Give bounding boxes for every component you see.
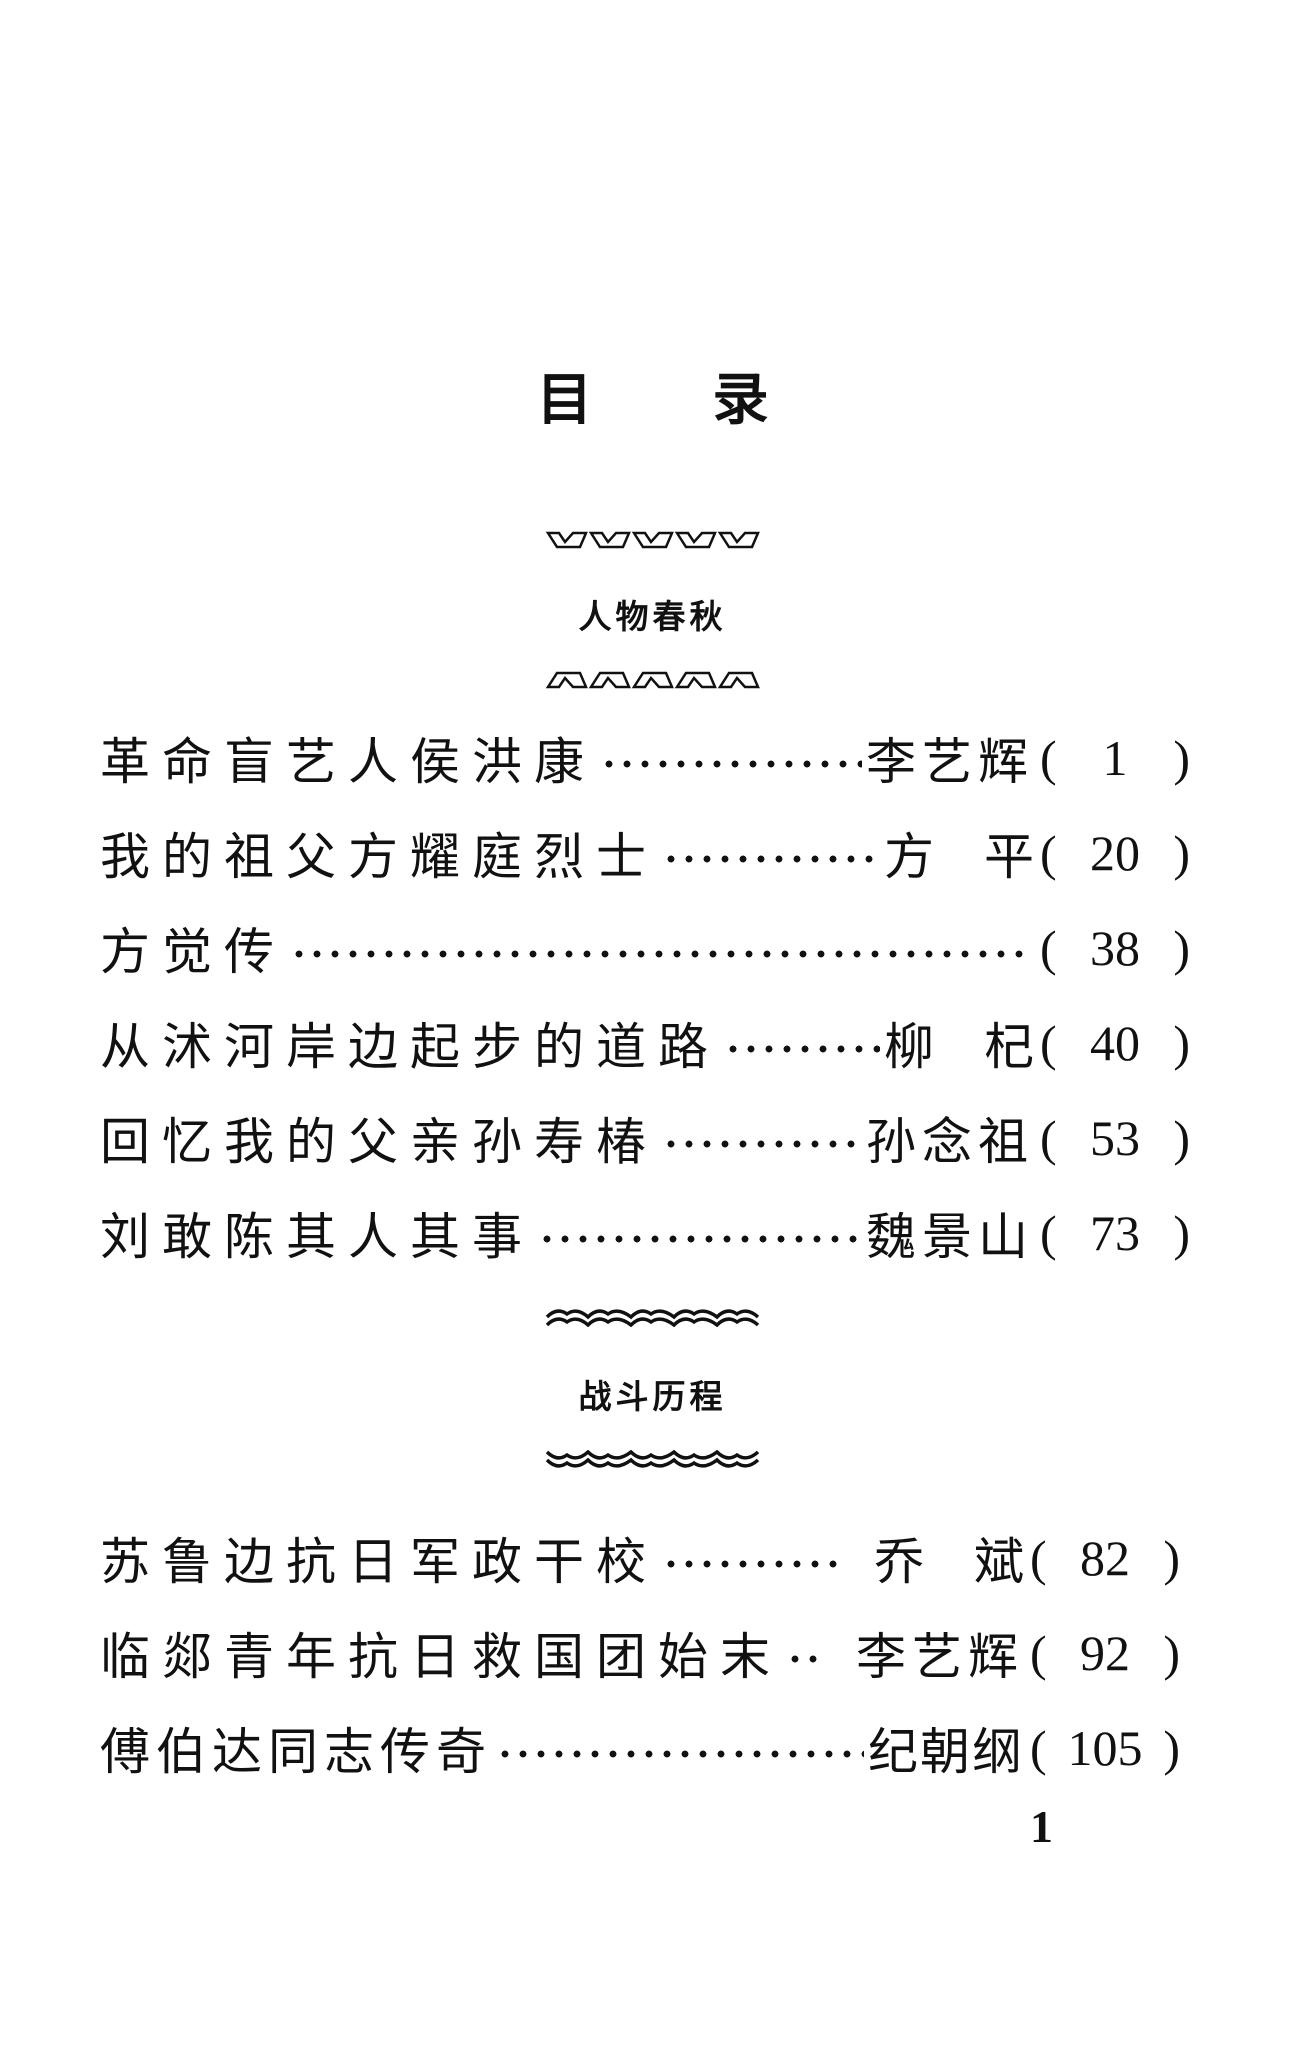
zigzag-ornament-icon — [545, 671, 760, 689]
entry-author: 李艺辉 — [866, 733, 1034, 791]
ornament-top-2 — [0, 1305, 1305, 1331]
entry-title: 傅伯达同志传奇 — [100, 1723, 492, 1781]
page-value: 92 — [1080, 1625, 1130, 1681]
dot-leader — [662, 854, 880, 864]
entry-title: 回忆我的父亲孙寿椿 — [100, 1113, 658, 1171]
entry-title: 临郯青年抗日救国团始末 — [100, 1628, 782, 1686]
page-value: 53 — [1090, 1110, 1140, 1166]
page-title: 目录 — [0, 355, 1305, 436]
entry-title: 革命盲艺人侯洪康 — [100, 733, 596, 791]
entry-page: (53) — [1040, 1110, 1190, 1166]
wave-ornament-icon — [545, 1450, 760, 1468]
ornament-bottom-2 — [0, 1450, 1305, 1476]
dot-leader — [724, 1044, 880, 1054]
entry-page: (82) — [1030, 1530, 1180, 1586]
entry-page: (38) — [1040, 920, 1190, 976]
entry-title: 刘敢陈其人其事 — [100, 1208, 534, 1266]
page-value: 38 — [1090, 920, 1140, 976]
ornament-bottom-1 — [0, 670, 1305, 694]
entry-page: (20) — [1040, 825, 1190, 881]
entry-page: (1) — [1040, 730, 1190, 786]
toc-entry[interactable]: 方觉传 (38) — [100, 913, 1190, 983]
wave-ornament-icon — [545, 1309, 760, 1327]
entry-title: 我的祖父方耀庭烈士 — [100, 828, 658, 886]
page-value: 105 — [1067, 1720, 1143, 1776]
page-number: 1 — [1030, 1801, 1053, 1852]
entry-title: 方觉传 — [100, 923, 286, 981]
entry-author: 乔 斌 — [874, 1533, 1024, 1591]
ornament-top-1 — [0, 530, 1305, 554]
page-value: 20 — [1090, 825, 1140, 881]
toc-entry[interactable]: 我的祖父方耀庭烈士 方 平 (20) — [100, 818, 1190, 888]
toc-entry[interactable]: 革命盲艺人侯洪康 李艺辉 (1) — [100, 723, 1190, 793]
page-value: 82 — [1080, 1530, 1130, 1586]
toc-entry[interactable]: 临郯青年抗日救国团始末 李艺辉 (92) — [100, 1618, 1180, 1688]
entry-title: 苏鲁边抗日军政干校 — [100, 1533, 658, 1591]
dot-leader — [538, 1234, 862, 1244]
dot-leader — [600, 759, 862, 769]
entry-page: (105) — [1030, 1720, 1180, 1776]
title-char-1: 目 — [536, 367, 593, 433]
toc-entry[interactable]: 从沭河岸边起步的道路 柳 杞 (40) — [100, 1008, 1190, 1078]
toc-entry[interactable]: 回忆我的父亲孙寿椿 孙念祖 (53) — [100, 1103, 1190, 1173]
toc-entry[interactable]: 傅伯达同志传奇 纪朝纲 (105) — [100, 1713, 1180, 1783]
entry-author: 纪朝纲 — [868, 1723, 1024, 1781]
section-heading-1: 人物春秋 — [578, 597, 727, 636]
toc-entry[interactable]: 苏鲁边抗日军政干校 乔 斌 (82) — [100, 1523, 1180, 1593]
zigzag-ornament-icon — [545, 531, 760, 549]
entry-page: (92) — [1030, 1625, 1180, 1681]
section-heading-2: 战斗历程 — [578, 1377, 727, 1416]
toc-entry[interactable]: 刘敢陈其人其事 魏景山 (73) — [100, 1198, 1190, 1268]
dot-leader — [662, 1559, 844, 1569]
entry-page: (40) — [1040, 1015, 1190, 1071]
dot-leader — [786, 1654, 826, 1664]
dot-leader — [496, 1749, 864, 1759]
page-value: 73 — [1090, 1205, 1140, 1261]
dot-leader — [290, 949, 1030, 959]
title-char-2: 录 — [712, 367, 769, 433]
entry-author: 魏景山 — [866, 1208, 1034, 1266]
page-value: 1 — [1102, 730, 1128, 786]
dot-leader — [662, 1139, 862, 1149]
entry-title: 从沭河岸边起步的道路 — [100, 1018, 720, 1076]
entry-author: 李艺辉 — [856, 1628, 1024, 1686]
page-value: 40 — [1090, 1015, 1140, 1071]
entry-author: 方 平 — [884, 828, 1034, 886]
entry-page: (73) — [1040, 1205, 1190, 1261]
entry-author: 孙念祖 — [866, 1113, 1034, 1171]
entry-author: 柳 杞 — [884, 1018, 1034, 1076]
